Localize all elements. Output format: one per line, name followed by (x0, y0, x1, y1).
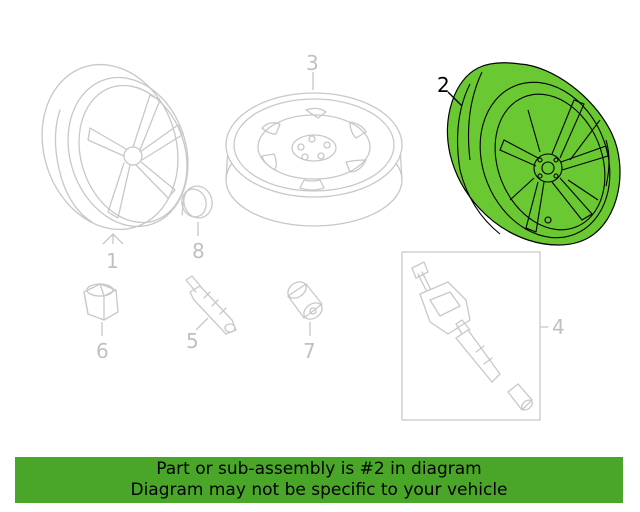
leader-5 (195, 317, 209, 331)
callout-5[interactable]: 5 (186, 329, 199, 353)
callout-7[interactable]: 7 (303, 339, 316, 363)
callout-3[interactable]: 3 (306, 51, 319, 75)
part-7-valve-cap[interactable] (285, 279, 325, 323)
part-1-alloy-wheel[interactable] (21, 47, 206, 248)
tpms-sensor-body (419, 281, 471, 335)
callout-6[interactable]: 6 (96, 339, 109, 363)
tpms-valve-stem (455, 319, 501, 383)
banner-line-2: Diagram may not be specific to your vehi… (130, 480, 508, 500)
callout-8[interactable]: 8 (192, 239, 205, 263)
parts-diagram: 1 2 3 4 5 6 7 8 (21, 47, 633, 421)
leader-2 (447, 91, 463, 107)
part-5-valve-stem[interactable] (185, 275, 237, 335)
leader-1-arrow (102, 233, 124, 245)
info-banner: Part or sub-assembly is #2 in diagram Di… (15, 457, 623, 503)
part-6-lug-nut[interactable] (83, 283, 119, 321)
banner-line-1: Part or sub-assembly is #2 in diagram (156, 459, 482, 479)
part-3-spare-wheel[interactable] (225, 92, 403, 227)
tpms-valve-cap (507, 383, 533, 411)
callout-1[interactable]: 1 (106, 249, 119, 273)
callout-4[interactable]: 4 (552, 315, 565, 339)
part-4-tpms-sensor-kit[interactable] (401, 251, 549, 421)
part-8-center-cap[interactable] (179, 183, 216, 221)
part-2-wheel-body (446, 62, 621, 246)
callout-2[interactable]: 2 (437, 73, 450, 97)
part-2-wheel-highlighted[interactable] (446, 62, 633, 258)
